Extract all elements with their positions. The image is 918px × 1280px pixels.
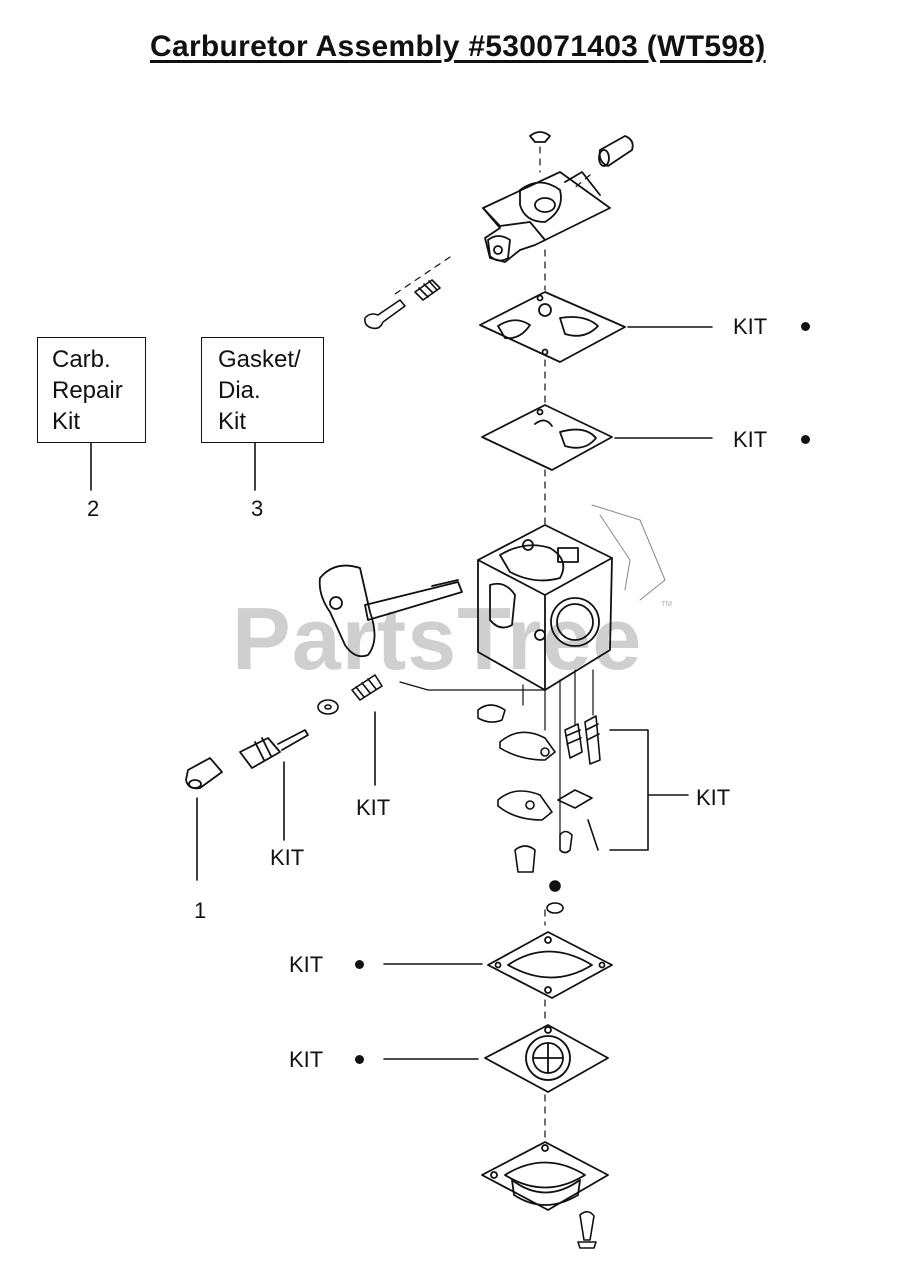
callout-2: 2	[87, 496, 100, 521]
kit-label-metering-group: KIT	[696, 785, 731, 810]
carb-repair-kit-box: Carb. Repair Kit	[37, 337, 146, 443]
diagram-title: Carburetor Assembly #530071403 (WT598)	[150, 30, 766, 63]
gasket-dia-kit-line-1: Gasket/	[218, 346, 301, 373]
gasket-dia-kit-line-3: Kit	[218, 408, 247, 435]
watermark: PartsTree	[232, 589, 643, 688]
cover-screw	[577, 1210, 597, 1249]
kit-dot-top-diaphragm	[801, 435, 810, 444]
top-gasket	[479, 291, 626, 363]
kit-label-top-gasket: KIT	[733, 314, 768, 339]
background-bracket-sketch	[591, 504, 666, 601]
kit-label-lower-diaphragm: KIT	[289, 1047, 324, 1072]
idle-spring-washer	[317, 674, 546, 715]
lower-diaphragm	[484, 1024, 609, 1093]
metering-leaders	[522, 669, 594, 836]
metering-components	[477, 704, 601, 914]
gasket-dia-kit-box: Gasket/ Dia. Kit	[201, 337, 324, 443]
lower-gasket	[487, 931, 613, 999]
kit-label-spring: KIT	[356, 795, 391, 820]
assembly-axis	[391, 146, 591, 1141]
top-cap	[529, 131, 551, 143]
throttle-lever	[318, 564, 463, 658]
adjusting-needle	[239, 729, 309, 769]
kit-dot-top-gasket	[801, 322, 810, 331]
kit-dot-lower-diaphragm	[355, 1055, 364, 1064]
kit-label-lower-gasket: KIT	[289, 952, 324, 977]
kit-label-top-diaphragm: KIT	[733, 427, 768, 452]
kit-label-needle: KIT	[270, 845, 305, 870]
callout-3: 3	[251, 496, 264, 521]
gasket-dia-kit-line-2: Dia.	[218, 377, 261, 404]
top-screw-spring	[364, 279, 441, 330]
carb-repair-kit-line-3: Kit	[52, 408, 81, 435]
carb-repair-kit-line-1: Carb.	[52, 346, 111, 373]
top-plug	[598, 135, 634, 167]
limiter-cap	[185, 757, 223, 790]
pump-cover	[481, 1141, 609, 1211]
callout-1: 1	[194, 898, 207, 923]
top-diaphragm	[481, 404, 613, 471]
carburetor-body	[477, 524, 613, 691]
watermark-trademark: ™	[660, 598, 673, 613]
metering-kit-bracket	[609, 729, 689, 851]
kit-dot-lower-gasket	[355, 960, 364, 969]
carb-repair-kit-line-2: Repair	[52, 377, 123, 404]
top-cover	[482, 131, 634, 263]
